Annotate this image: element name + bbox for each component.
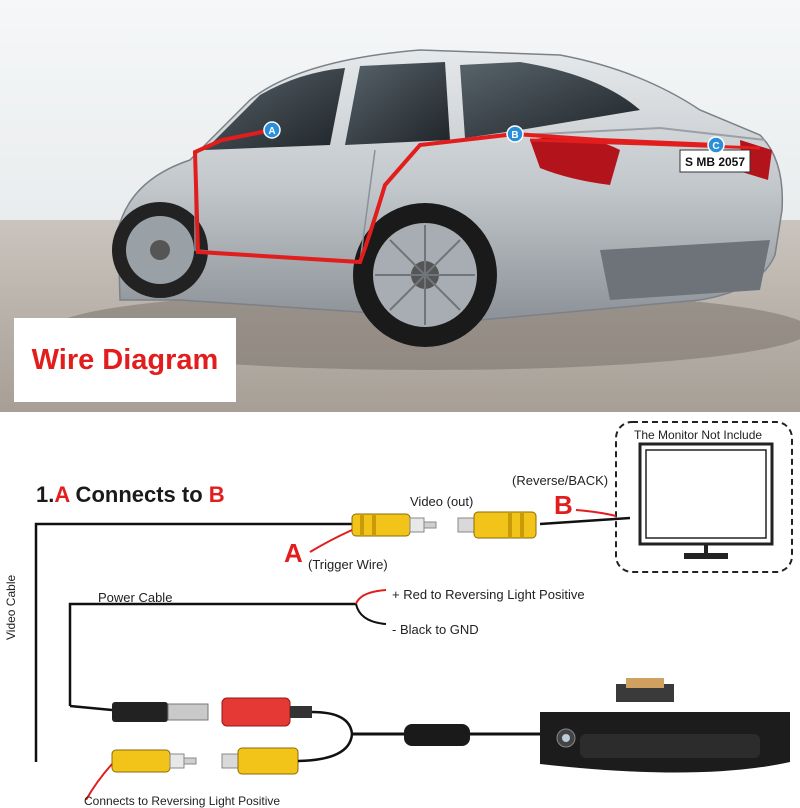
rca-yellow-female-bottom: [221, 747, 299, 775]
svg-text:A: A: [268, 126, 275, 137]
bottom-note-label: Connects to Reversing Light Positive: [84, 794, 281, 808]
rear-camera-handle: [540, 678, 790, 773]
cable-junction: [404, 724, 470, 746]
monitor-note-label: The Monitor Not Include: [634, 428, 763, 442]
dc-power-socket-red: [221, 697, 312, 727]
connector-b-letter: B: [554, 490, 573, 520]
monitor-screen-icon: [638, 442, 774, 546]
reverse-back-label: (Reverse/BACK): [512, 473, 609, 488]
marker-b: B: [506, 125, 524, 143]
video-cable-line: [34, 522, 360, 762]
power-cable-line: [68, 602, 356, 706]
red-positive-label: + Red to Reversing Light Positive: [392, 587, 585, 602]
monitor-dashed-box: [615, 421, 793, 573]
rca-yellow-male-bottom: [111, 749, 197, 773]
black-gnd-label: - Black to GND: [392, 622, 479, 637]
svg-text:C: C: [712, 141, 719, 152]
car-photo: S MB 2057 A B C: [0, 0, 800, 412]
step-title: 1.A Connects to B: [36, 482, 225, 507]
video-out-label: Video (out): [410, 494, 474, 509]
trigger-wire-label: (Trigger Wire): [308, 557, 388, 572]
license-plate: S MB 2057: [685, 155, 745, 169]
svg-text:B: B: [511, 130, 518, 141]
power-cable-label: Power Cable: [98, 590, 173, 605]
rca-yellow-male-top: [351, 513, 437, 537]
wiring-lines: [34, 421, 793, 800]
car-illustration: S MB 2057 A B C: [0, 0, 800, 412]
marker-c: C: [707, 136, 725, 154]
marker-a: A: [263, 121, 281, 139]
video-cable-label: Video Cable: [4, 574, 18, 640]
wire-diagram-title: Wire Diagram: [31, 343, 219, 376]
wire-diagram-label-box: Wire Diagram: [14, 318, 236, 402]
wiring-diagram: 1.A Connects to B Video (out) (Reverse/B…: [0, 412, 800, 808]
dc-power-plug: [112, 702, 209, 722]
rca-yellow-female-top: [457, 511, 537, 539]
monitor-stand-icon: [684, 553, 728, 559]
connector-a-letter: A: [284, 538, 303, 568]
